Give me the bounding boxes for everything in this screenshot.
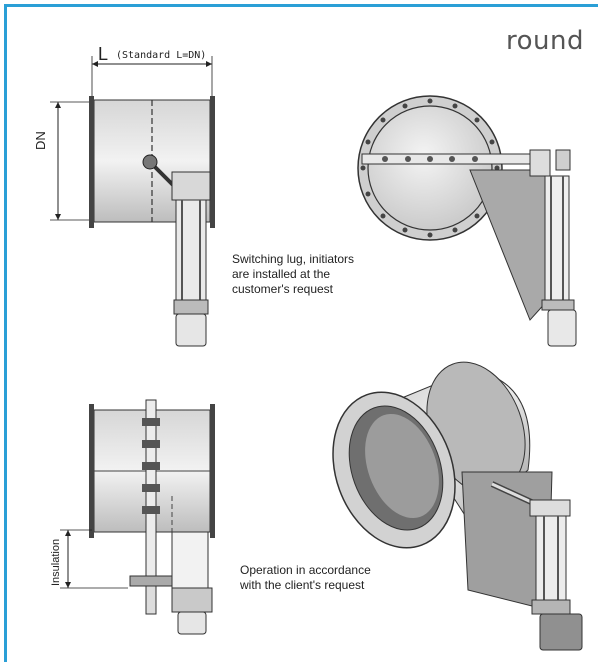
accent-border-left — [4, 4, 7, 662]
switching-lug-note: Switching lug, initiators are installed … — [232, 252, 355, 296]
length-standard-label: (Standard L=DN) — [116, 50, 207, 61]
insulation-label: Insulation — [50, 538, 62, 586]
front-view — [357, 95, 577, 347]
isometric-view — [332, 361, 583, 651]
page-title: round — [506, 26, 584, 56]
diameter-label: DN — [33, 131, 48, 150]
length-label: L — [98, 44, 109, 64]
operation-note: Operation in accordance with the client'… — [240, 563, 371, 592]
side-view-bottom — [60, 399, 215, 635]
side-view-top — [50, 56, 215, 347]
accent-border-top — [4, 4, 598, 7]
